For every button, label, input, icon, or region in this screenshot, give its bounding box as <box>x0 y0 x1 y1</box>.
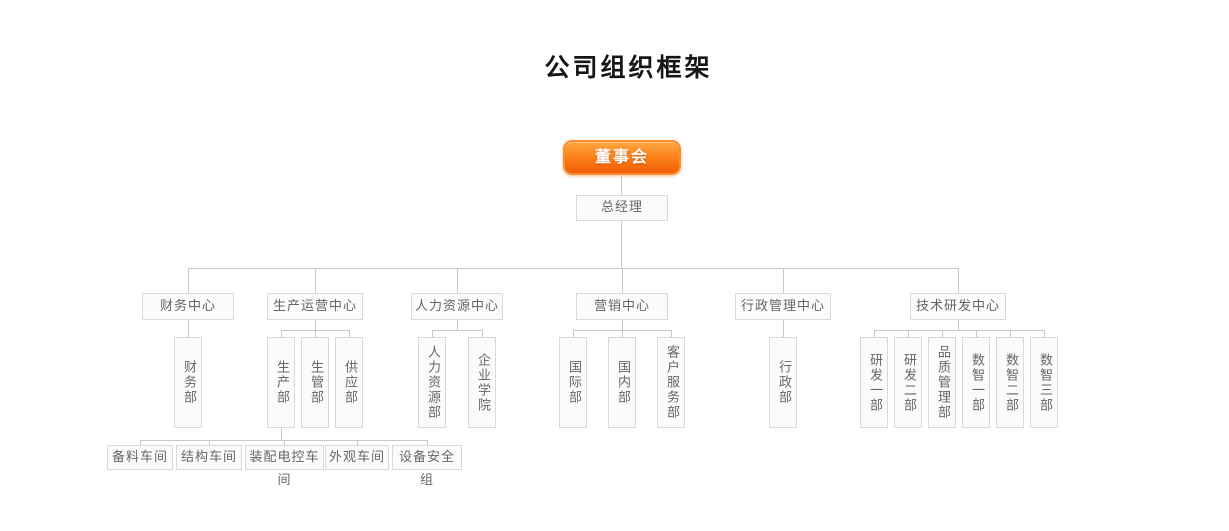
dept-node-enterprise-academy: 企业学院 <box>468 337 496 428</box>
connector-line <box>942 330 943 337</box>
connector-line <box>188 268 189 293</box>
dept-node-rd-1: 研发一部 <box>860 337 888 428</box>
connector-line <box>284 440 285 445</box>
connector-line <box>281 428 282 440</box>
connector-line <box>432 330 433 337</box>
connector-line <box>315 330 316 337</box>
connector-line <box>188 320 189 337</box>
connector-line <box>976 330 977 337</box>
connector-line <box>427 440 428 445</box>
workshop-node-material-preparation: 备料车间 <box>107 445 173 470</box>
connector-line <box>621 175 622 195</box>
dept-node-customer-service: 客户服务部 <box>657 337 685 428</box>
dept-node-quality-management: 品质管理部 <box>928 337 956 428</box>
center-node-finance: 财务中心 <box>142 293 234 320</box>
connector-line <box>349 330 350 337</box>
connector-line <box>1010 330 1011 337</box>
connector-line <box>908 330 909 337</box>
connector-line <box>622 268 623 293</box>
dept-node-digital-1: 数智一部 <box>962 337 990 428</box>
center-node-production-operations: 生产运营中心 <box>267 293 363 320</box>
connector-line <box>783 268 784 293</box>
dept-node-international: 国际部 <box>559 337 587 428</box>
connector-line <box>281 330 282 337</box>
connector-line <box>432 330 482 331</box>
center-node-marketing: 营销中心 <box>576 293 668 320</box>
dept-node-digital-3: 数智三部 <box>1030 337 1058 428</box>
connector-line <box>621 221 622 268</box>
page-title: 公司组织框架 <box>544 53 713 82</box>
connector-line <box>874 330 1044 331</box>
connector-line <box>622 320 623 330</box>
dept-node-rd-2: 研发二部 <box>894 337 922 428</box>
connector-line <box>457 320 458 330</box>
dept-node-production-management: 生管部 <box>301 337 329 428</box>
connector-line <box>140 440 427 441</box>
connector-line <box>874 330 875 337</box>
connector-line <box>357 440 358 445</box>
connector-line <box>315 268 316 293</box>
connector-line <box>573 330 574 337</box>
gm-node: 总经理 <box>576 195 668 221</box>
connector-line <box>482 330 483 337</box>
dept-node-production: 生产部 <box>267 337 295 428</box>
center-node-tech-rd: 技术研发中心 <box>910 293 1006 320</box>
connector-line <box>783 320 784 337</box>
connector-line <box>457 268 458 293</box>
dept-node-supply: 供应部 <box>335 337 363 428</box>
workshop-node-assembly-electrical: 装配电控车间 <box>245 445 324 488</box>
connector-line <box>140 440 141 445</box>
dept-node-digital-2: 数智二部 <box>996 337 1024 428</box>
connector-line <box>958 268 959 293</box>
dept-node-domestic: 国内部 <box>608 337 636 428</box>
board-node: 董事会 <box>563 140 681 175</box>
connector-line <box>315 320 316 330</box>
dept-node-finance: 财务部 <box>174 337 202 428</box>
center-node-admin-management: 行政管理中心 <box>735 293 831 320</box>
connector-line <box>958 320 959 330</box>
center-node-human-resources: 人力资源中心 <box>411 293 503 320</box>
connector-line <box>671 330 672 337</box>
dept-node-administration: 行政部 <box>769 337 797 428</box>
connector-line <box>209 440 210 445</box>
connector-line <box>1044 330 1045 337</box>
dept-node-hr: 人力资源部 <box>418 337 446 428</box>
workshop-node-appearance: 外观车间 <box>325 445 389 470</box>
connector-line <box>188 268 958 269</box>
workshop-node-equipment-safety: 设备安全组 <box>392 445 462 488</box>
connector-line <box>622 330 623 337</box>
workshop-node-structure: 结构车间 <box>176 445 242 470</box>
